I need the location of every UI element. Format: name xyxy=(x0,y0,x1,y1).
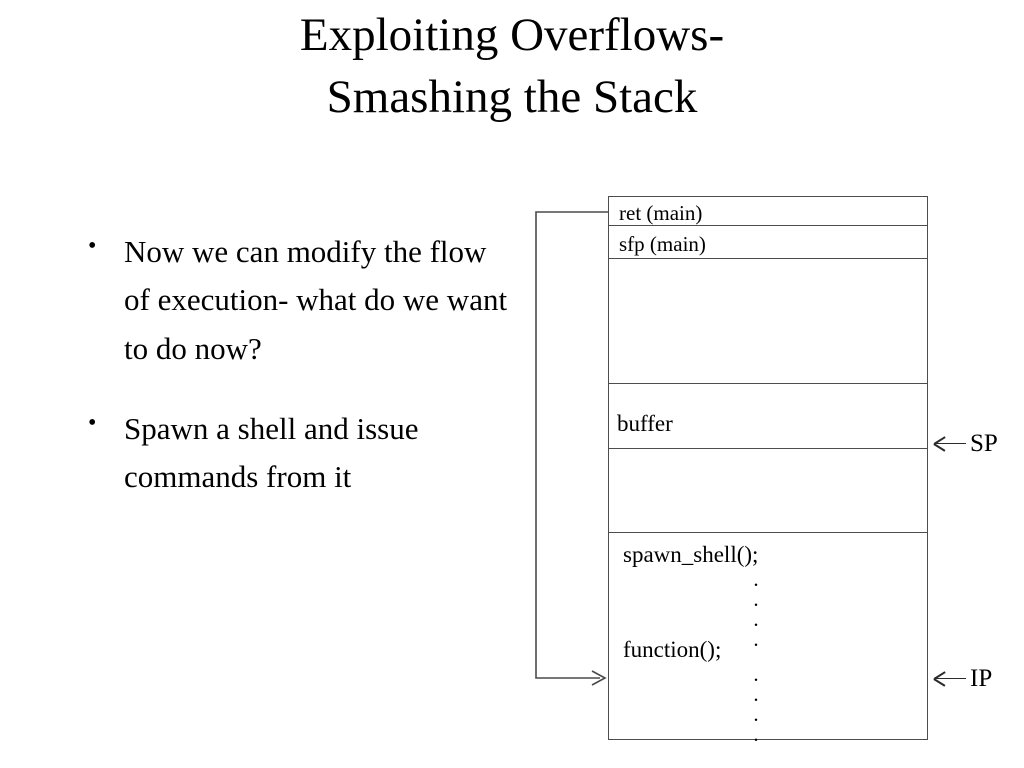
stack-cell-label: sfp (main) xyxy=(619,232,706,256)
bullet-list: • Now we can modify the flow of executio… xyxy=(72,228,512,534)
stack-cell-sfp-main: sfp (main) xyxy=(608,225,928,259)
ellipsis-dot: · xyxy=(752,668,760,692)
left-arrow-icon xyxy=(932,435,966,451)
ellipsis-dot: · xyxy=(752,688,760,712)
stack-pointer-label: SP xyxy=(970,430,998,457)
stack-cell-empty-lower xyxy=(608,448,928,533)
ellipsis-dot: · xyxy=(752,708,760,732)
code-line-function: function(); xyxy=(623,637,722,662)
ellipsis-dot: · xyxy=(752,728,760,752)
ellipsis-dot: · xyxy=(752,573,760,597)
ellipsis-dot: · xyxy=(752,633,760,657)
bullet-text: Spawn a shell and issue commands from it xyxy=(124,411,419,495)
stack-diagram: ret (main) sfp (main) buffer spawn_shell… xyxy=(608,196,928,751)
stack-cell-label: ret (main) xyxy=(619,201,703,225)
title-line-1: Exploiting Overflows- xyxy=(299,9,725,61)
bullet-dot-icon: • xyxy=(88,233,97,259)
stack-cell-buffer: buffer xyxy=(608,383,928,449)
bullet-dot-icon: • xyxy=(88,410,97,437)
stack-pointer-marker: SP xyxy=(932,431,998,456)
stack-cell-empty-upper xyxy=(608,258,928,384)
list-item: • Now we can modify the flow of executio… xyxy=(72,228,512,373)
ellipsis-dot: · xyxy=(752,593,760,617)
vertical-ellipsis-icon: · · · · xyxy=(749,668,763,752)
ellipsis-dot: · xyxy=(752,613,760,637)
list-item: • Spawn a shell and issue commands from … xyxy=(72,405,512,502)
stack-cell-code: spawn_shell(); · · · · function(); · · ·… xyxy=(608,532,928,751)
stack-cell-label: buffer xyxy=(617,411,673,436)
instruction-pointer-label: IP xyxy=(970,665,993,692)
page-title: Exploiting Overflows- Smashing the Stack xyxy=(0,4,1024,128)
stack-cell-ret-main: ret (main) xyxy=(608,196,928,226)
title-line-2: Smashing the Stack xyxy=(326,71,698,124)
code-line-spawn-shell: spawn_shell(); xyxy=(623,542,759,567)
instruction-pointer-marker: IP xyxy=(932,666,992,691)
vertical-ellipsis-icon: · · · · xyxy=(749,573,763,657)
bullet-text: Now we can modify the flow of execution-… xyxy=(124,234,508,366)
left-arrow-icon xyxy=(932,670,966,686)
